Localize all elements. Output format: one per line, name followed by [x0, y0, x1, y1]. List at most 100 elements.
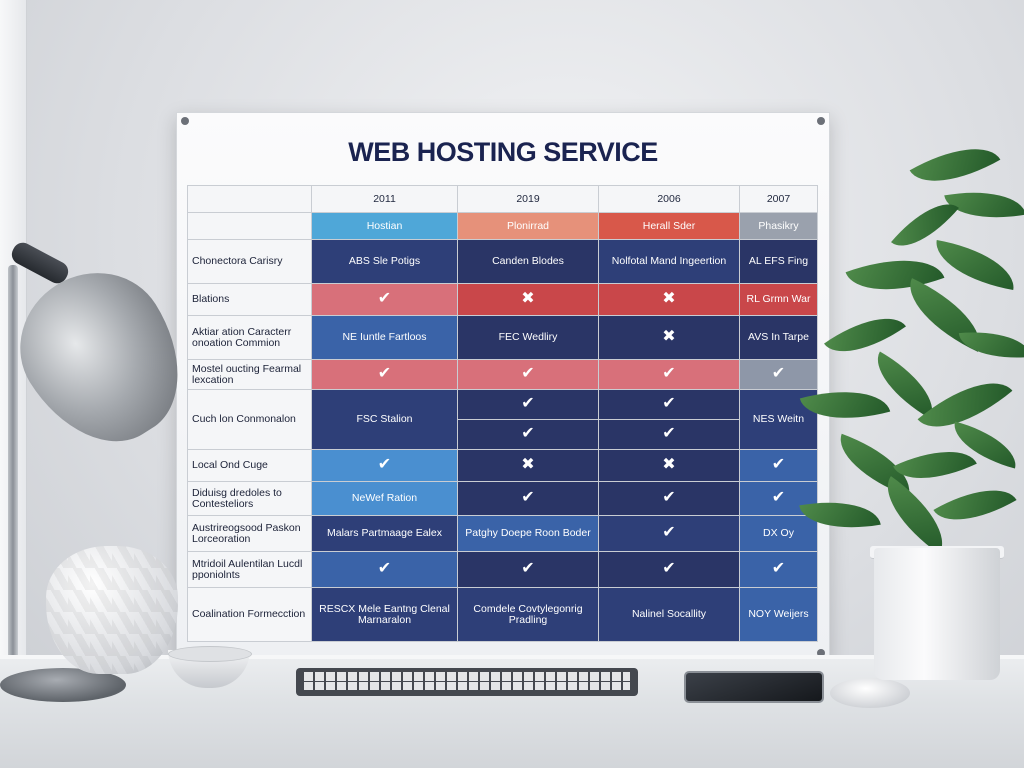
table-cell: FSC Stalion: [311, 389, 458, 450]
year-header: 2007: [739, 185, 818, 213]
table-cell: NE Iuntle Fartloos: [311, 315, 458, 360]
table-cell: ✖: [598, 315, 740, 360]
table-cell: ✔: [311, 449, 458, 482]
cross-icon: ✖: [662, 290, 676, 307]
row-label: Austrireogsood Paskon Lorceoration: [187, 515, 312, 552]
table-row: Local Ond Cuge ✔ ✖ ✖ ✔: [187, 449, 818, 482]
table-cell: ✔: [598, 481, 740, 516]
check-icon: ✔: [521, 395, 535, 412]
table-cell: Malars Partmaage Ealex: [311, 515, 458, 552]
mouse: [830, 678, 910, 708]
row-label: Blations: [187, 283, 312, 316]
table-cell: AL EFS Fing: [739, 239, 818, 284]
table-cell: Canden Blodes: [457, 239, 599, 284]
desk-edge: [0, 655, 1024, 659]
plant-leaf: [958, 327, 1024, 363]
table-cell: ✔: [598, 515, 740, 552]
table-cell: Comdele Covtylegonrig Pradling: [457, 587, 599, 642]
year-header: 2011: [311, 185, 458, 213]
desk-lamp-pole: [8, 265, 18, 675]
row-label: Chonectora Carisry: [187, 239, 312, 284]
table-cell: NeWef Ration: [311, 481, 458, 516]
row-label: Diduisg dredoles to Contesteliors: [187, 481, 312, 516]
check-icon: ✔: [521, 489, 535, 506]
row-label: Local Ond Cuge: [187, 449, 312, 482]
check-icon: ✔: [662, 524, 676, 541]
plan-header: Hostian: [311, 212, 458, 240]
comparison-board: WEB HOSTING SERVICE 2011 2019 2006 2007 …: [176, 112, 830, 662]
plan-header-row: Hostian Plonirrad Herall Sder Phasikry: [187, 212, 818, 240]
table-cell: ✔: [311, 283, 458, 316]
plant-leaf: [930, 239, 1020, 291]
table-cell: ABS Sle Potigs: [311, 239, 458, 284]
table-cell: ✖: [598, 449, 740, 482]
table-cell: ✔: [739, 359, 818, 390]
year-header: 2006: [598, 185, 740, 213]
row-label: Coalination Formecction: [187, 587, 312, 642]
table-cell: ✔: [739, 449, 818, 482]
year-header: 2019: [457, 185, 599, 213]
table-cell: ✔: [457, 389, 599, 420]
row-label: Cuch lon Conmonalon: [187, 389, 312, 450]
check-icon: ✔: [771, 456, 786, 473]
cross-icon: ✖: [662, 456, 676, 473]
check-icon: ✔: [662, 365, 676, 382]
table-cell: DX Oy: [739, 515, 818, 552]
cross-icon: ✖: [662, 328, 676, 345]
plant-leaf: [799, 492, 881, 538]
table-cell: ✔: [457, 481, 599, 516]
plant-leaf: [933, 471, 1017, 539]
cross-icon: ✖: [521, 290, 535, 307]
check-icon: ✔: [377, 456, 392, 473]
check-icon: ✔: [771, 365, 786, 382]
table-cell: Patghy Doepe Roon Boder: [457, 515, 599, 552]
table-cell: ✔: [457, 551, 599, 588]
plan-header: Plonirrad: [457, 212, 599, 240]
table-cell: ✔: [598, 389, 740, 420]
check-icon: ✔: [521, 425, 535, 442]
row-label: Mostel oucting Fearmal lexcation: [187, 359, 312, 390]
table-row: Mostel oucting Fearmal lexcation✔✔✔✔: [187, 359, 818, 390]
hosting-comparison-table: 2011 2019 2006 2007 Hostian Plonirrad He…: [187, 185, 818, 642]
table-cell: ✖: [598, 283, 740, 316]
check-icon: ✔: [662, 395, 676, 412]
table-cell: Nalinel Socallity: [598, 587, 740, 642]
table-cell: FEC Wedliry: [457, 315, 599, 360]
cross-icon: ✖: [521, 456, 535, 473]
plan-header: Herall Sder: [598, 212, 740, 240]
table-cell: ✖: [457, 283, 599, 316]
table-row: Mtridoil Aulentilan Lucdl pponiolnts✔✔✔✔: [187, 551, 818, 588]
check-icon: ✔: [377, 290, 392, 307]
check-icon: ✔: [662, 560, 676, 577]
table-cell: ✔: [311, 551, 458, 588]
row-label: Aktiar ation Caracterr onoation Commion: [187, 315, 312, 360]
table-cell: ✖: [457, 449, 599, 482]
table-row: ✔✔: [188, 419, 818, 450]
plant-leaf: [909, 128, 1001, 202]
header-corner: [187, 212, 312, 240]
check-icon: ✔: [377, 560, 392, 577]
table-cell: NOY Weijers: [739, 587, 818, 642]
tablet: [684, 671, 824, 703]
table-cell: RESCX Mele Eantng Clenal Marnaralon: [311, 587, 458, 642]
ceramic-vase: [46, 546, 178, 674]
table-cell: ✔: [598, 359, 740, 390]
potted-plant: [799, 128, 1024, 560]
table-cell: Nolfotal Mand Ingeertion: [598, 239, 740, 284]
plant-pot: [874, 548, 1000, 680]
check-icon: ✔: [662, 425, 676, 442]
plant-leaf: [799, 376, 891, 434]
header-corner: [187, 185, 312, 213]
table-cell: ✔: [598, 419, 740, 450]
year-header-row: 2011 2019 2006 2007: [187, 185, 818, 213]
check-icon: ✔: [377, 365, 392, 382]
table-cell: ✔: [457, 419, 599, 450]
